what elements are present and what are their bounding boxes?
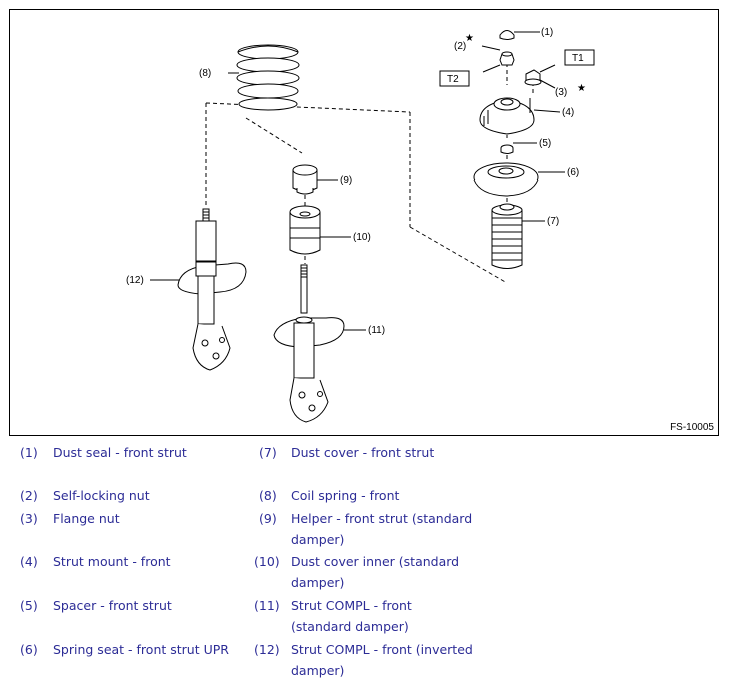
callout-1: (1) bbox=[541, 27, 553, 38]
dust-cover-inner bbox=[289, 205, 321, 255]
legend-num: (7) bbox=[259, 445, 277, 460]
legend-num: (8) bbox=[259, 488, 277, 503]
legend-text: Strut mount - front bbox=[53, 554, 171, 569]
legend-text: Strut COMPL - front (inverted bbox=[291, 642, 473, 657]
flange-nut bbox=[524, 69, 542, 86]
legend-text: Dust seal - front strut bbox=[53, 445, 187, 460]
legend-text: Strut COMPL - front bbox=[291, 598, 412, 613]
legend-num: (6) bbox=[20, 642, 38, 657]
legend-text-cont: (standard damper) bbox=[291, 619, 409, 634]
strut-assembly-illustration: (1) (2) (3) (4) (5) (6) (7) (8) (9) (10)… bbox=[126, 27, 595, 423]
callout-6: (6) bbox=[567, 167, 579, 178]
legend-num: (10) bbox=[254, 554, 280, 569]
helper bbox=[292, 164, 318, 195]
legend-num: (11) bbox=[254, 598, 280, 613]
spring-seat bbox=[473, 162, 539, 197]
callout-10: (10) bbox=[353, 232, 371, 243]
callout-labels: (1) (2) (3) (4) (5) (6) (7) (8) (9) (10)… bbox=[126, 27, 586, 336]
legend-text: Coil spring - front bbox=[291, 488, 400, 503]
legend-num: (5) bbox=[20, 598, 38, 613]
spacer bbox=[500, 144, 514, 154]
self-locking-nut bbox=[499, 51, 515, 66]
callout-11: (11) bbox=[368, 325, 385, 336]
legend-text: Self-locking nut bbox=[53, 488, 150, 503]
leader-lines bbox=[150, 31, 565, 331]
callout-4: (4) bbox=[562, 107, 574, 118]
callout-7: (7) bbox=[547, 216, 559, 227]
legend-num: (4) bbox=[20, 554, 38, 569]
legend-text: Helper - front strut (standard bbox=[291, 511, 473, 526]
legend-num: (2) bbox=[20, 488, 38, 503]
callout-3: (3) bbox=[555, 87, 567, 98]
legend-num: (3) bbox=[20, 511, 38, 526]
strut-standard bbox=[273, 264, 345, 423]
figure-id: FS-10005 bbox=[670, 422, 714, 433]
strut-mount bbox=[479, 97, 535, 135]
dust-cover bbox=[491, 203, 523, 269]
torque-tag-t2: T2 bbox=[447, 74, 459, 85]
legend-num: (9) bbox=[259, 511, 277, 526]
star-icon: ★ bbox=[577, 83, 586, 94]
dust-seal bbox=[499, 30, 515, 40]
callout-9: (9) bbox=[340, 175, 352, 186]
star-icon: ★ bbox=[465, 33, 474, 44]
exploded-view-diagram: (1) (2) (3) (4) (5) (6) (7) (8) (9) (10)… bbox=[9, 9, 719, 436]
legend-text-cont: damper) bbox=[291, 663, 345, 678]
torque-box-t2 bbox=[439, 70, 470, 87]
legend-num: (12) bbox=[254, 642, 280, 657]
legend-text: Spring seat - front strut UPR bbox=[53, 642, 229, 657]
legend-text-cont: damper) bbox=[291, 575, 345, 590]
callout-12: (12) bbox=[126, 275, 144, 286]
legend-text: Flange nut bbox=[53, 511, 120, 526]
torque-box-t1 bbox=[564, 49, 595, 66]
coil-spring bbox=[236, 44, 300, 111]
callout-8: (8) bbox=[199, 68, 211, 79]
legend-text-cont: damper) bbox=[291, 532, 345, 547]
legend-text: Dust cover - front strut bbox=[291, 445, 435, 460]
legend-text: Dust cover inner (standard bbox=[291, 554, 460, 569]
legend-num: (1) bbox=[20, 445, 38, 460]
callout-2: (2) bbox=[454, 41, 466, 52]
torque-tag-t1: T1 bbox=[572, 53, 584, 64]
callout-5: (5) bbox=[539, 138, 551, 149]
strut-inverted bbox=[177, 208, 247, 371]
legend-text: Spacer - front strut bbox=[53, 598, 172, 613]
